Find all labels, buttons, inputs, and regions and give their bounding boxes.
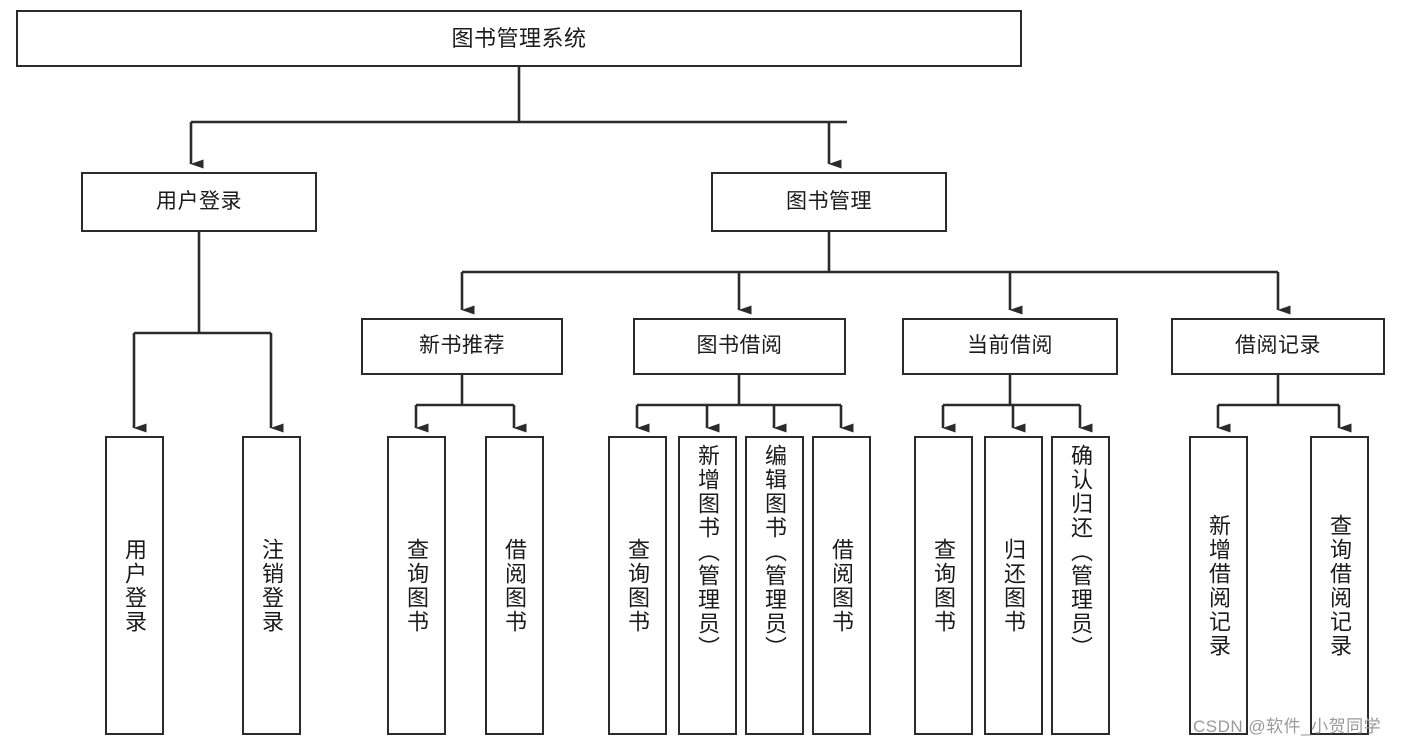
node-current-borrowing[interactable]: 当前借阅 xyxy=(902,318,1118,375)
node-label: 借阅图书 xyxy=(829,537,855,634)
leaf-add-book-admin[interactable]: 新增图书（管理员） xyxy=(678,436,737,735)
node-label: 查询图书 xyxy=(931,537,957,634)
node-label: 借阅记录 xyxy=(1235,334,1321,358)
node-label: 归还图书 xyxy=(1001,537,1027,634)
node-label: 查询借阅记录 xyxy=(1327,513,1353,658)
node-label: 图书管理 xyxy=(786,189,872,213)
node-label: 图书管理系统 xyxy=(451,25,587,51)
leaf-edit-book-admin[interactable]: 编辑图书（管理员） xyxy=(745,436,804,735)
node-label: 新增借阅记录 xyxy=(1206,513,1232,658)
node-label: 注销登录 xyxy=(259,537,285,634)
node-borrowing-records[interactable]: 借阅记录 xyxy=(1171,318,1385,375)
node-label: 用户登录 xyxy=(156,189,242,213)
leaf-add-borrow-record[interactable]: 新增借阅记录 xyxy=(1189,436,1248,735)
node-label: 查询图书 xyxy=(625,537,651,634)
leaf-return-book[interactable]: 归还图书 xyxy=(984,436,1043,735)
leaf-borrow-book-recommend[interactable]: 借阅图书 xyxy=(485,436,544,735)
leaf-borrow-book-borrowing[interactable]: 借阅图书 xyxy=(812,436,871,735)
node-label: 新书推荐 xyxy=(419,334,505,358)
node-label: 编辑图书（管理员） xyxy=(762,444,788,660)
csdn-watermark: CSDN @软件_小贺同学 xyxy=(1193,717,1382,736)
node-book-borrowing[interactable]: 图书借阅 xyxy=(633,318,846,375)
node-label: 当前借阅 xyxy=(967,334,1053,358)
leaf-user-login[interactable]: 用户登录 xyxy=(105,436,164,735)
node-root-system[interactable]: 图书管理系统 xyxy=(16,10,1022,67)
node-label: 确认归还（管理员） xyxy=(1068,444,1094,660)
node-label: 查询图书 xyxy=(404,537,430,634)
leaf-query-borrow-record[interactable]: 查询借阅记录 xyxy=(1310,436,1369,735)
node-label: 新增图书（管理员） xyxy=(695,444,721,660)
node-label: 借阅图书 xyxy=(502,537,528,634)
node-user-login[interactable]: 用户登录 xyxy=(81,172,317,232)
node-label: 图书借阅 xyxy=(696,334,783,358)
node-new-book-recommendation[interactable]: 新书推荐 xyxy=(361,318,563,375)
leaf-query-book-recommend[interactable]: 查询图书 xyxy=(387,436,446,735)
node-label: 用户登录 xyxy=(122,537,148,634)
leaf-query-book-current[interactable]: 查询图书 xyxy=(914,436,973,735)
node-book-management[interactable]: 图书管理 xyxy=(711,172,947,232)
leaf-confirm-return-admin[interactable]: 确认归还（管理员） xyxy=(1051,436,1110,735)
leaf-logout[interactable]: 注销登录 xyxy=(242,436,301,735)
leaf-query-book-borrowing[interactable]: 查询图书 xyxy=(608,436,667,735)
